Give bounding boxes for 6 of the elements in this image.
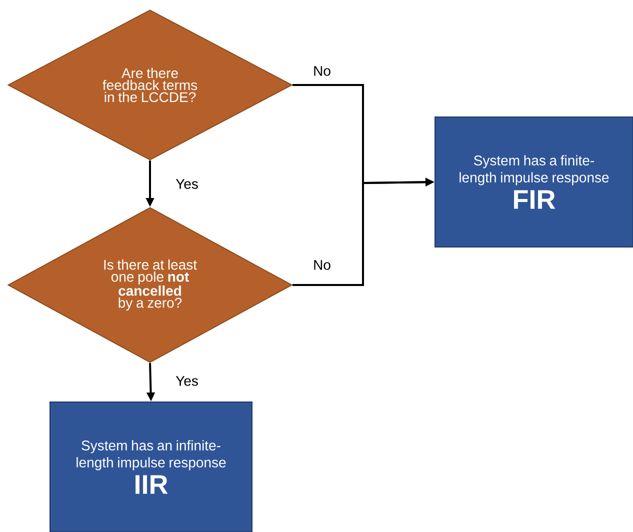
edge-label: Yes — [174, 375, 200, 387]
process-box: System has a finite-length impulse response FIR — [434, 116, 633, 248]
edge-label: No — [312, 259, 332, 271]
process-box: System has an infinite-length impulse response IIR — [50, 401, 252, 532]
edge-label: Yes — [174, 178, 200, 190]
edge-label: No — [312, 65, 332, 77]
